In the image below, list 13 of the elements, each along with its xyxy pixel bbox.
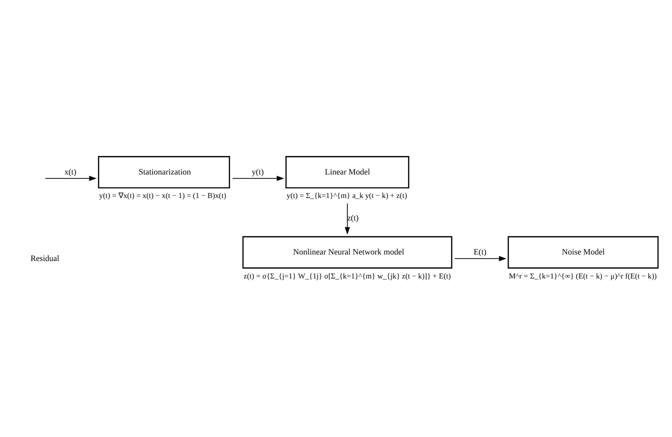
arrow	[232, 176, 284, 182]
node-box: Stationarization	[98, 156, 230, 188]
node-box: Linear Model	[285, 156, 410, 188]
arrow	[454, 256, 506, 262]
arrow	[344, 203, 350, 235]
arrow	[44, 176, 97, 182]
node-box: Noise Model	[508, 236, 659, 269]
edge-label: E(t)	[474, 248, 486, 257]
node-box: Nonlinear Neural Network model	[242, 236, 452, 269]
edge-label: z(t)	[347, 214, 359, 223]
edge-label: y(t)	[252, 167, 264, 176]
edge-label: x(t)	[64, 167, 76, 176]
label: Residual	[30, 254, 60, 263]
